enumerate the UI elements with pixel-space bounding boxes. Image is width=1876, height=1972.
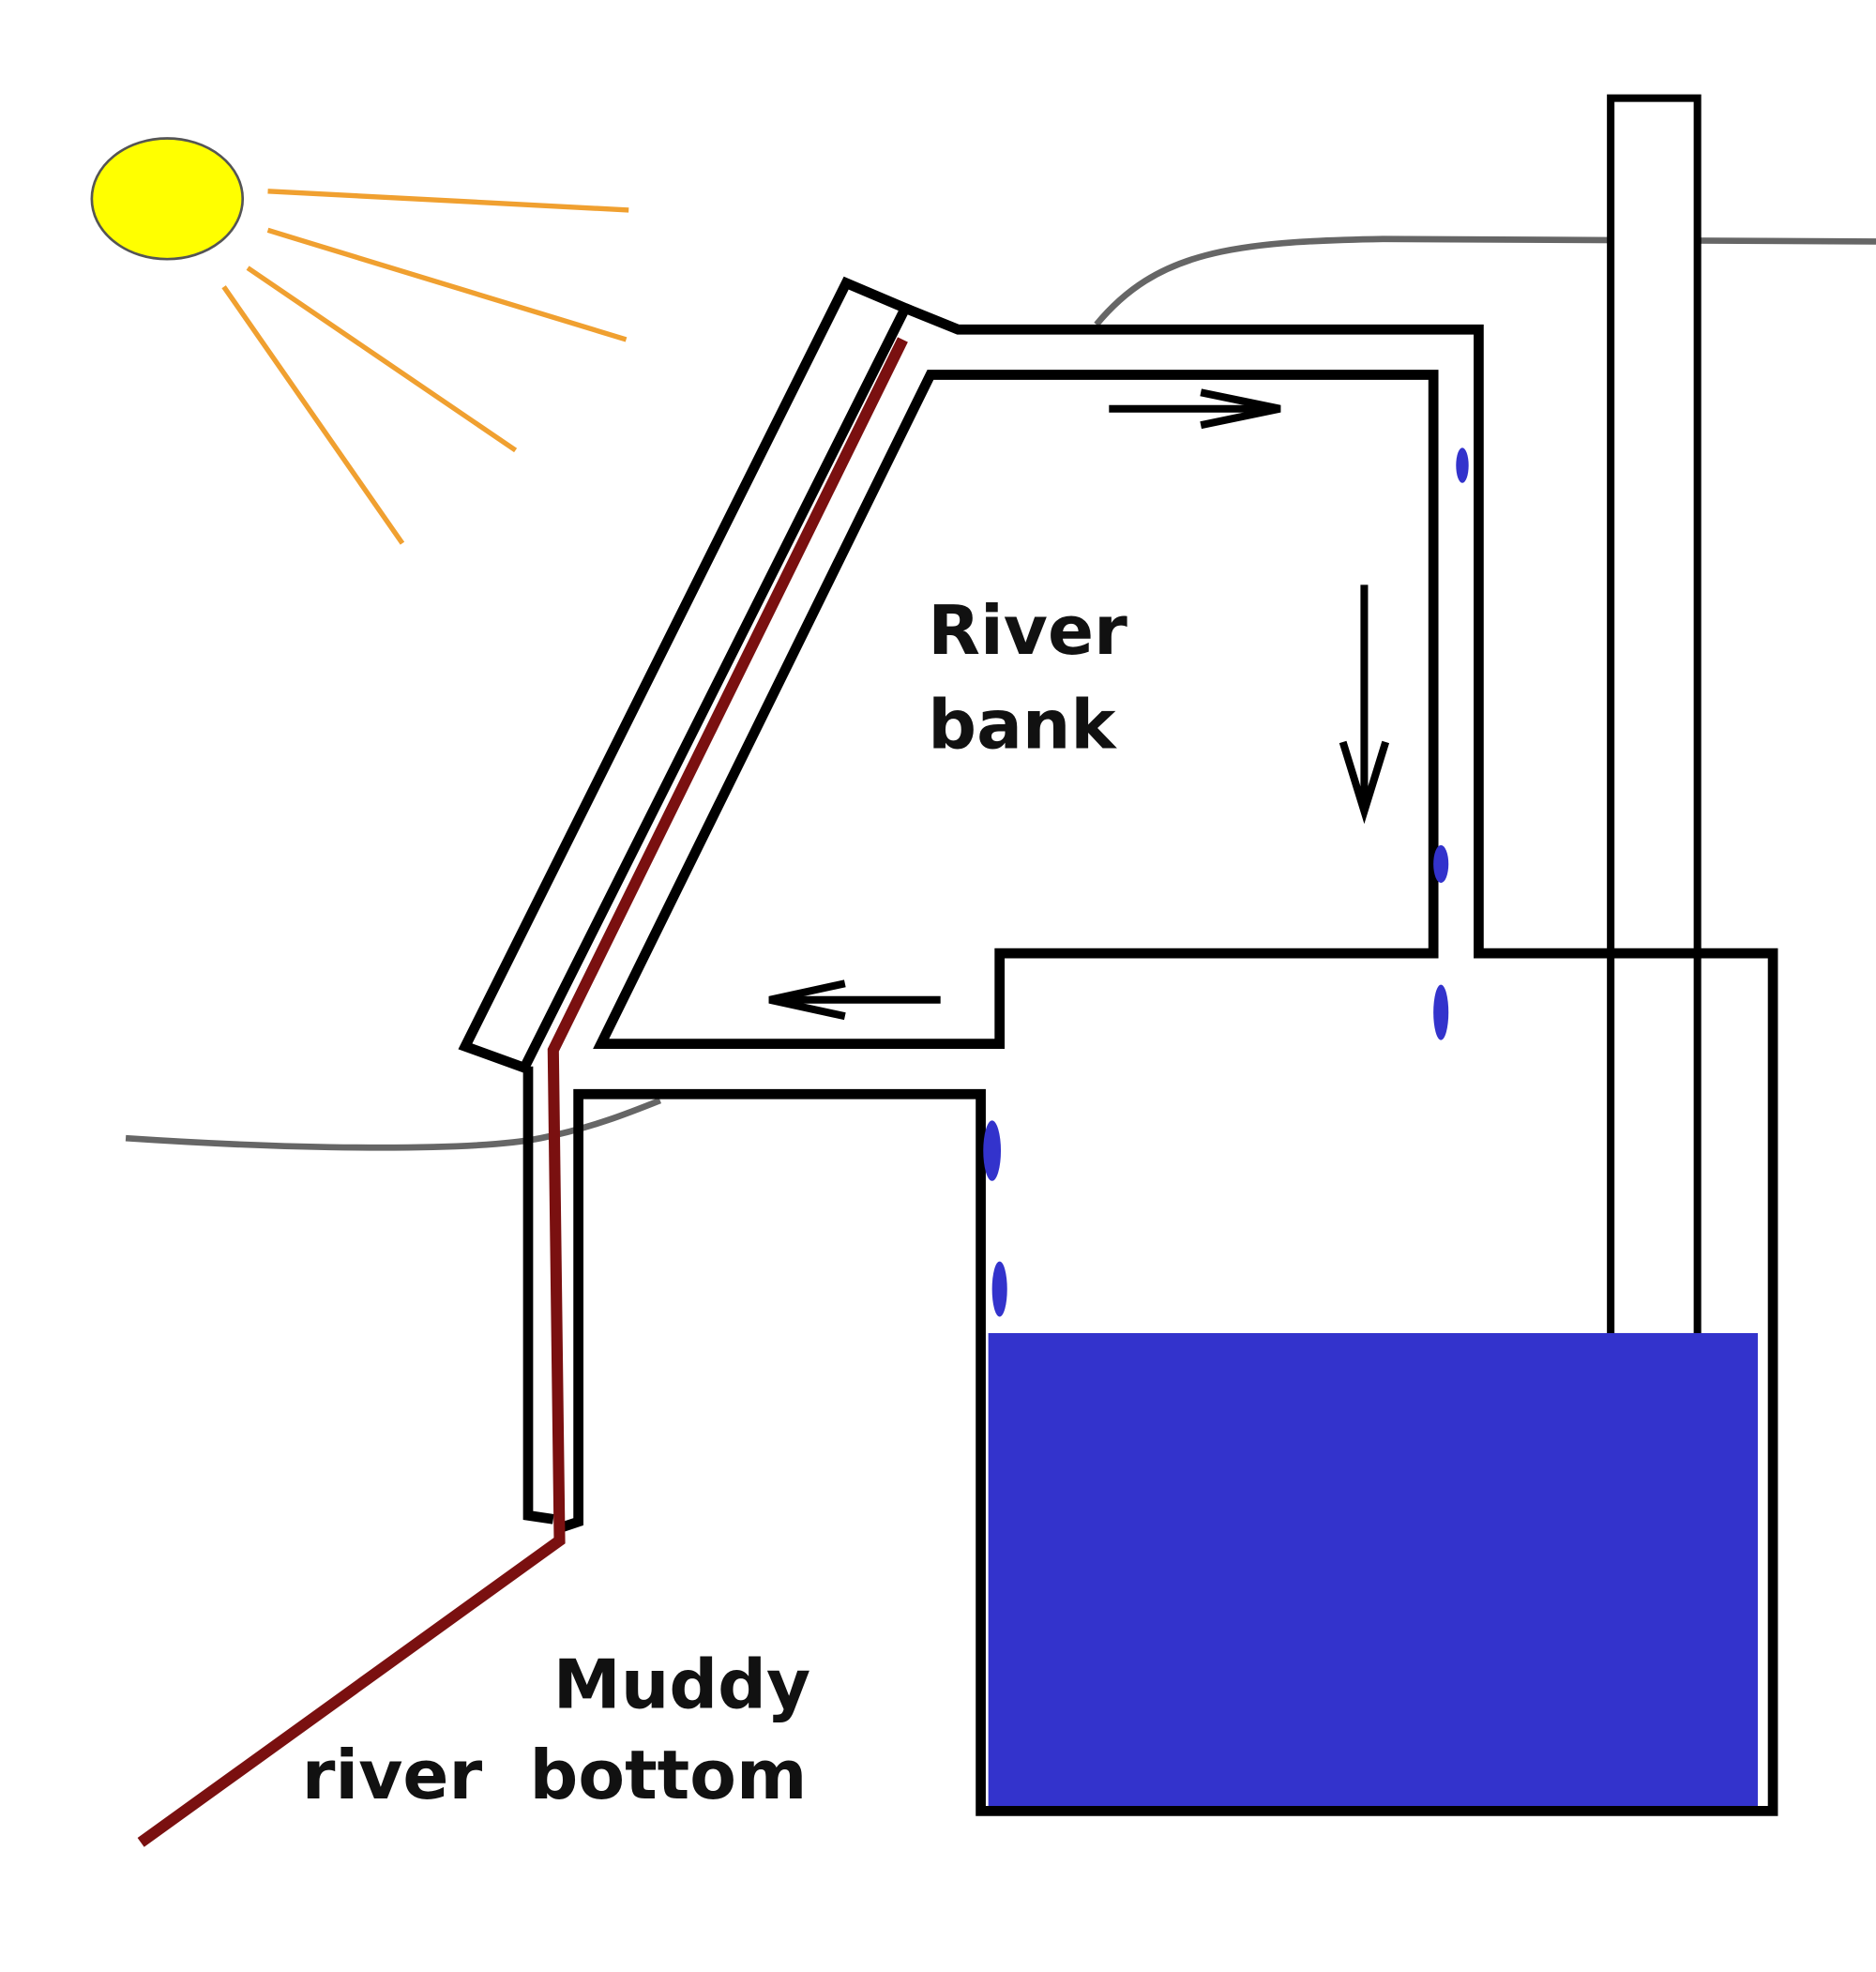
- river-bank-label-line2: bank: [928, 687, 1117, 766]
- droplet-icon: [983, 1120, 1002, 1181]
- solar-panel: [458, 276, 913, 1074]
- muddy-label-line2: river bottom: [302, 1737, 808, 1815]
- muddy-label-line1: Muddy: [553, 1646, 810, 1724]
- still-structure: [458, 276, 1778, 1816]
- water-reservoir: [988, 1332, 1758, 1812]
- ground-line-upper: [1094, 235, 1876, 327]
- droplet-icon: [1433, 844, 1449, 884]
- inner-chamber: [593, 370, 1439, 1050]
- collector-pipe: [137, 337, 908, 1847]
- river-bank-label-line1: River: [928, 592, 1127, 671]
- vent-pipe: [1607, 94, 1702, 1342]
- ground-line-lower: [125, 1097, 661, 1151]
- sun-icon: [90, 137, 245, 261]
- sun-rays: [221, 189, 629, 545]
- arrow-down-icon: [1339, 584, 1390, 825]
- arrow-right-icon: [1109, 388, 1281, 430]
- sun-ray: [246, 265, 518, 453]
- droplet-icon: [991, 1261, 1007, 1317]
- droplet-icon: [1456, 447, 1469, 483]
- outer-channel: [557, 303, 1778, 1816]
- flow-arrows: [768, 388, 1390, 1021]
- water-droplets: [983, 447, 1469, 1317]
- droplet-icon: [1433, 984, 1449, 1040]
- sun-ray: [267, 189, 629, 213]
- sun-ray: [266, 227, 628, 342]
- drain-channel: [522, 1066, 554, 1525]
- arrow-left-icon: [768, 979, 941, 1021]
- sun-ray: [221, 285, 405, 545]
